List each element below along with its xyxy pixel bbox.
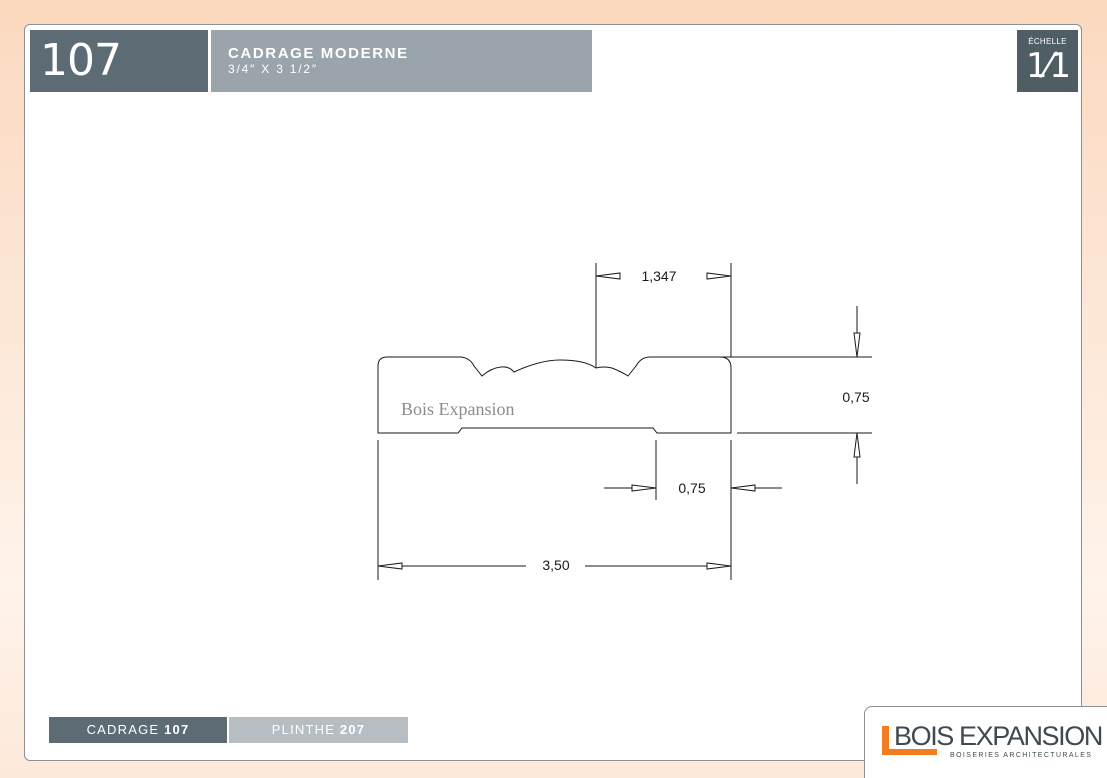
product-title: CADRAGE MODERNE bbox=[228, 45, 409, 62]
tab-cadrage[interactable]: CADRAGE 107 bbox=[49, 717, 227, 743]
title-block: CADRAGE MODERNE 3/4″ X 3 1/2″ bbox=[211, 30, 592, 92]
dimension-thickness: 0,75 bbox=[842, 389, 869, 405]
brand-name: BOIS EXPANSION bbox=[894, 721, 1103, 751]
scale-value: 1⁄1 bbox=[1026, 46, 1071, 86]
product-number: 107 bbox=[30, 30, 208, 92]
profile-outline bbox=[377, 356, 732, 434]
arrowhead bbox=[377, 562, 403, 570]
arrowhead bbox=[595, 272, 621, 280]
product-dimensions: 3/4″ X 3 1/2″ bbox=[228, 62, 318, 76]
arrowhead bbox=[706, 272, 732, 280]
tab-cadrage-number: 107 bbox=[164, 722, 190, 737]
dimension-width: 3,50 bbox=[542, 557, 569, 573]
tab-cadrage-label: CADRAGE bbox=[86, 722, 160, 737]
arrowhead bbox=[853, 332, 861, 358]
arrowhead bbox=[730, 484, 756, 492]
brand-tagline: BOISERIES ARCHITECTURALES bbox=[950, 752, 1093, 759]
logo-panel bbox=[864, 706, 1107, 778]
arrowhead bbox=[631, 484, 657, 492]
tab-plinthe-label: PLINTHE bbox=[271, 722, 336, 737]
dimension-top: 1,347 bbox=[641, 268, 676, 284]
brand-logo-mark bbox=[882, 726, 889, 754]
arrowhead bbox=[853, 432, 861, 458]
scale-badge: ÉCHELLE 1⁄1 bbox=[1017, 30, 1078, 92]
watermark-text: Bois Expansion bbox=[401, 399, 515, 419]
brand-logo-underline bbox=[882, 749, 937, 755]
drawing-sheet bbox=[24, 24, 1082, 761]
tab-plinthe[interactable]: PLINTHE 207 bbox=[229, 717, 408, 743]
scale-label: ÉCHELLE bbox=[1028, 37, 1067, 46]
dimension-step: 0,75 bbox=[678, 480, 705, 496]
arrowhead bbox=[706, 562, 732, 570]
tab-plinthe-number: 207 bbox=[339, 722, 366, 737]
